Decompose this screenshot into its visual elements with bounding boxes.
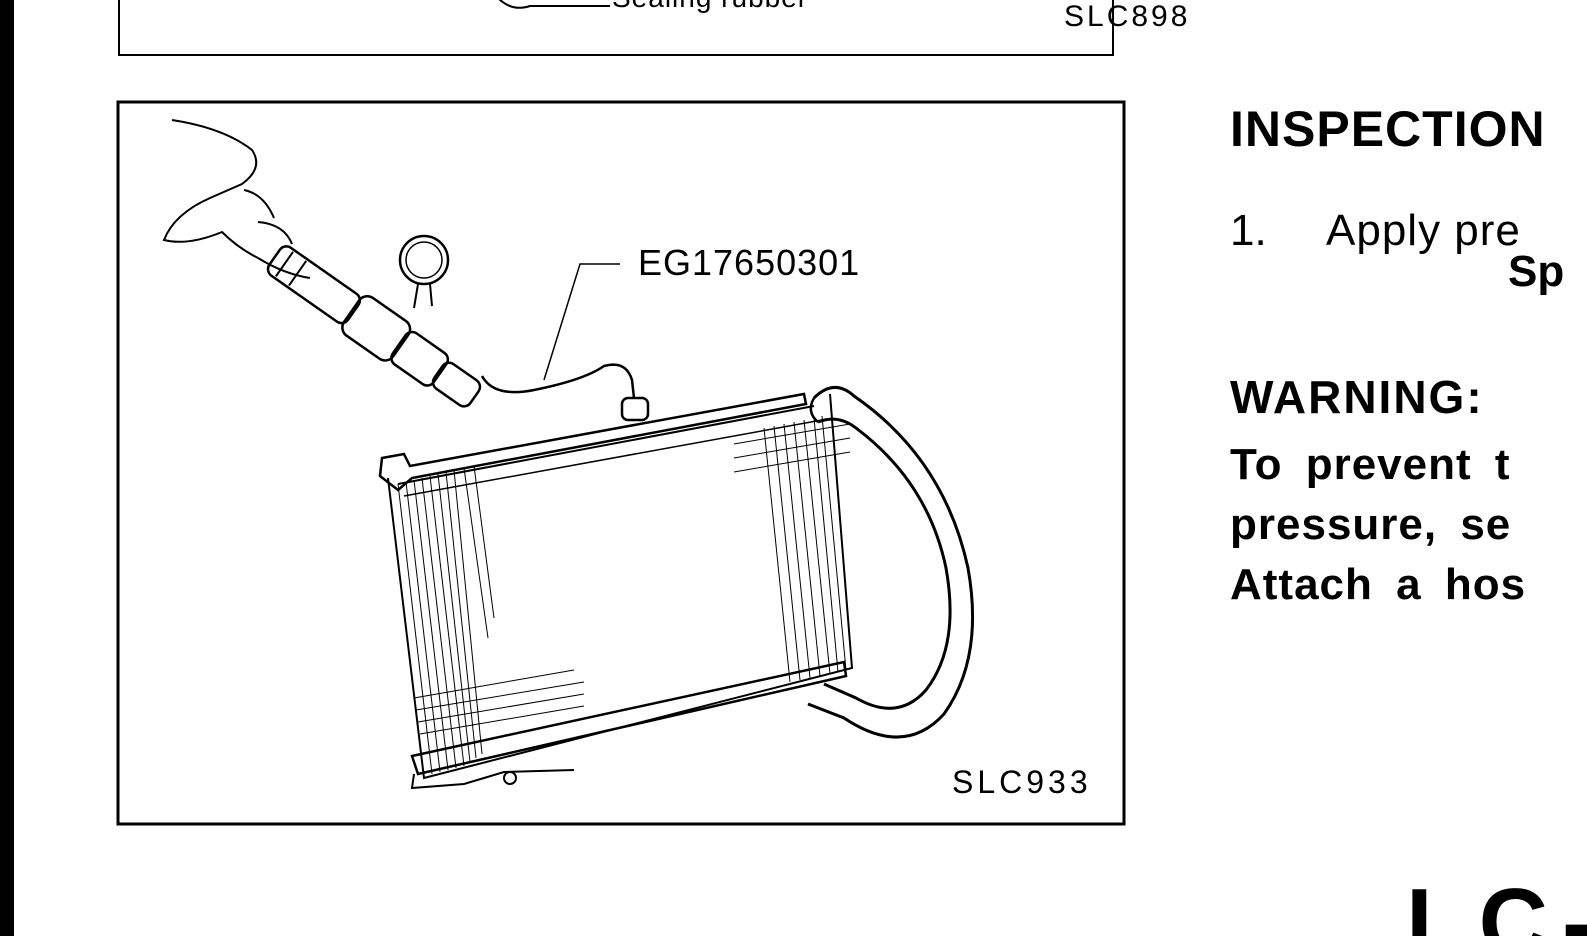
special-tool-part-number: EG17650301 xyxy=(638,242,861,283)
section-heading: INSPECTION xyxy=(1230,101,1546,157)
warning-line: pressure, se xyxy=(1230,500,1512,549)
top-figure-line-art xyxy=(498,0,610,9)
top-figure-frame: Sealing rubber SLC898 xyxy=(118,0,1187,56)
step-number: 1. xyxy=(1230,206,1267,255)
warning-heading: WARNING: xyxy=(1230,371,1484,423)
inspection-text-column: INSPECTION 1. Apply pre Sp WARNING: To p… xyxy=(1230,0,1587,936)
figure-code-slc898: SLC898 xyxy=(1064,0,1191,33)
warning-line: To prevent t xyxy=(1230,440,1511,489)
page-edge-bar xyxy=(0,0,14,936)
sealing-rubber-label: Sealing rubber xyxy=(612,0,808,14)
spec-label: Sp xyxy=(1508,247,1565,296)
page-number: LC-1 xyxy=(1406,869,1587,936)
step-text: Apply pre xyxy=(1326,206,1521,255)
radiator-illustration xyxy=(116,100,1126,826)
radiator-pressure-test-figure: EG17650301 SLC933 xyxy=(114,98,1128,828)
warning-line: Attach a hos xyxy=(1230,560,1527,609)
figure-code-slc933: SLC933 xyxy=(952,764,1092,800)
pressure-tester-icon xyxy=(266,245,482,408)
